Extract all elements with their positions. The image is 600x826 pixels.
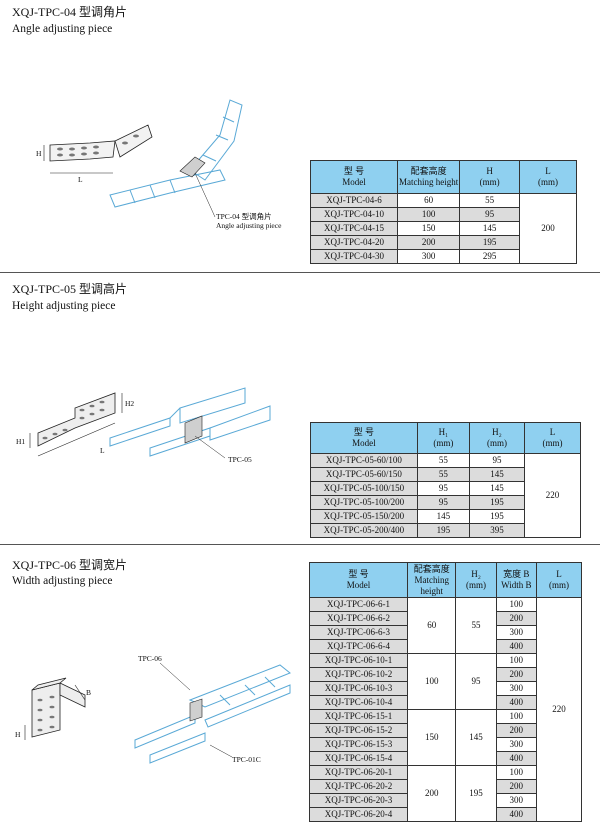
width-piece-diagram: B H TPC-06 TPC-01C xyxy=(15,654,291,764)
section-height-adjusting: XQJ-TPC-05 型调高片 Height adjusting piece H… xyxy=(0,272,600,545)
dim-l-label: L xyxy=(78,175,83,184)
callout-label: TPC-05 xyxy=(228,455,252,464)
callout-label-tpc06: TPC-06 xyxy=(138,654,162,663)
dim-h2-label: H2 xyxy=(125,399,134,408)
section-subtitle: Angle adjusting piece xyxy=(12,23,113,35)
section-width-adjusting: XQJ-TPC-06 型调宽片 Width adjusting piece B … xyxy=(0,544,600,826)
section-angle-adjusting: XQJ-TPC-04 型调角片 Angle adjusting piece H … xyxy=(0,0,600,272)
section-title: XQJ-TPC-06 型调宽片 xyxy=(12,558,128,572)
section-subtitle: Width adjusting piece xyxy=(12,575,113,587)
l-value: 220 xyxy=(523,453,582,538)
callout-label: TPC-04 型调角片 xyxy=(216,211,272,221)
callout-label-en: Angle adjusting piece xyxy=(216,221,282,230)
section-title: XQJ-TPC-05 型调高片 xyxy=(12,282,128,296)
section-title: XQJ-TPC-04 型调角片 xyxy=(12,5,128,19)
dim-b-label: B xyxy=(86,688,91,697)
angle-piece-diagram: H L TPC-04 型调角片 Angle adjusting piece xyxy=(36,99,282,230)
dim-h-label: H xyxy=(36,149,42,158)
dim-l-label: L xyxy=(100,446,105,455)
callout-label-tpc01c: TPC-01C xyxy=(232,755,261,764)
l-value: 220 xyxy=(535,597,583,822)
l-value: 200 xyxy=(519,193,577,264)
dim-h-label: H xyxy=(15,730,21,739)
dim-h1-label: H1 xyxy=(16,437,25,446)
height-piece-diagram: H1 H2 L TPC-05 xyxy=(16,387,271,464)
section-subtitle: Height adjusting piece xyxy=(12,300,116,312)
